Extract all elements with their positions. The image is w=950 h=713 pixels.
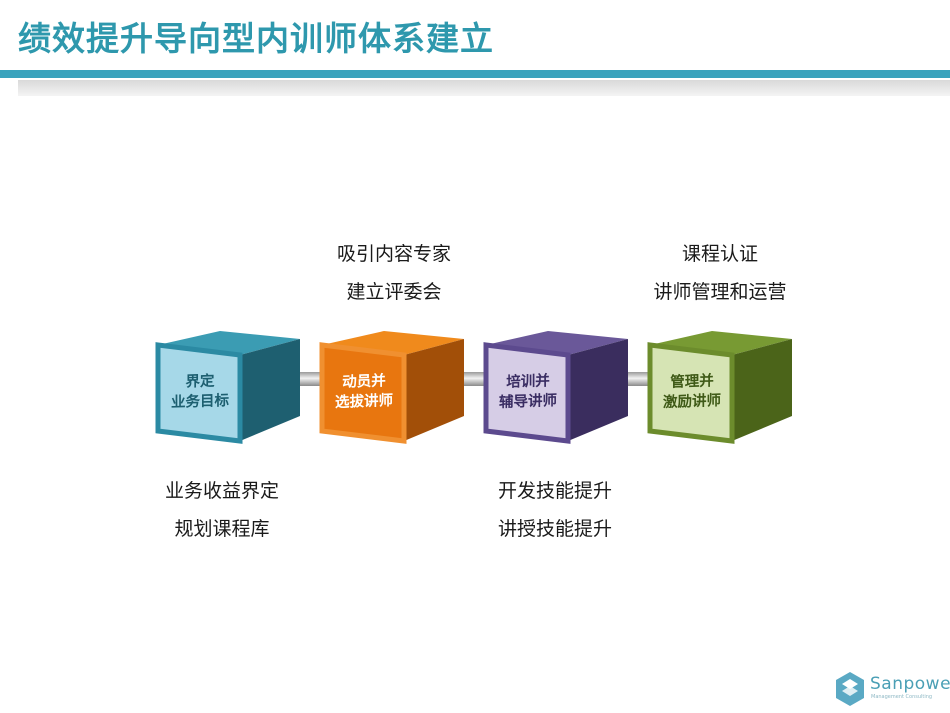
step-note-4-2: 讲师管理和运营 xyxy=(653,281,787,303)
title-shadow-bar xyxy=(18,80,950,96)
step-notes-4: 课程认证 讲师管理和运营 xyxy=(630,235,810,311)
step-notes-1: 业务收益界定 规划课程库 xyxy=(142,472,302,548)
step-notes-2: 吸引内容专家 建立评委会 xyxy=(314,235,474,311)
step-label-4: 管理并 激励讲师 xyxy=(652,371,732,414)
step-label-2-line2: 选拔讲师 xyxy=(335,392,393,412)
step-label-3: 培训并 辅导讲师 xyxy=(488,371,568,414)
step-note-3-1: 开发技能提升 xyxy=(497,480,612,502)
slide-title: 绩效提升导向型内训师体系建立 xyxy=(18,19,494,58)
step-box-4 xyxy=(647,331,792,444)
step-box-1 xyxy=(155,331,300,444)
step-note-2-1: 吸引内容专家 xyxy=(336,243,451,265)
logo-tagline: Management Consulting xyxy=(871,694,933,700)
sanpower-logo-icon xyxy=(836,672,864,706)
step-note-1-2: 规划课程库 xyxy=(174,518,270,540)
step-label-3-line1: 培训并 xyxy=(506,373,550,391)
step-note-3-2: 讲授技能提升 xyxy=(497,518,612,540)
step-box-2 xyxy=(319,331,464,444)
step-box-3 xyxy=(483,331,628,444)
step-note-1-1: 业务收益界定 xyxy=(164,480,279,502)
step-label-4-line2: 激励讲师 xyxy=(663,392,721,412)
title-underline-bar xyxy=(0,70,950,78)
step-label-4-line1: 管理并 xyxy=(670,373,714,391)
step-label-1-line2: 业务目标 xyxy=(171,392,229,412)
step-label-2: 动员并 选拔讲师 xyxy=(324,371,404,414)
step-label-3-line2: 辅导讲师 xyxy=(499,392,557,412)
logo-wordmark: Sanpower xyxy=(870,674,950,694)
step-label-2-line1: 动员并 xyxy=(342,373,386,391)
step-note-4-1: 课程认证 xyxy=(681,243,758,265)
step-label-1: 界定 业务目标 xyxy=(160,371,240,414)
step-label-1-line1: 界定 xyxy=(185,373,215,391)
step-notes-3: 开发技能提升 讲授技能提升 xyxy=(475,472,635,548)
step-note-2-2: 建立评委会 xyxy=(346,281,442,303)
